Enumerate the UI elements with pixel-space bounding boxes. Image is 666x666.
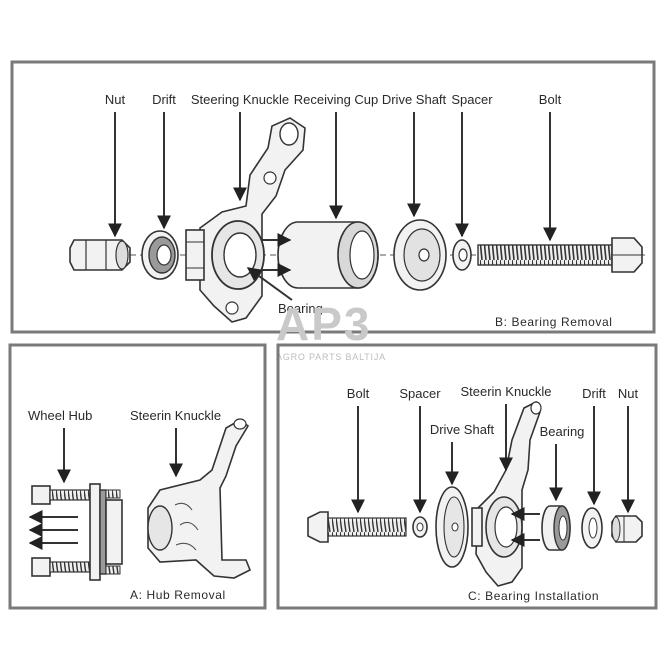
- nut-part: [69, 239, 131, 271]
- label-receiving-cup: Receiving Cup: [294, 92, 379, 107]
- label-nut: Nut: [105, 92, 126, 107]
- label-drive-shaft-c: Drive Shaft: [430, 422, 495, 437]
- label-spacer-c: Spacer: [399, 386, 441, 401]
- panel-hub-removal: Wheel Hub Steerin Knuckle A: Hub Removal: [8, 343, 267, 610]
- label-bearing-c: Bearing: [540, 424, 585, 439]
- label-bolt: Bolt: [539, 92, 562, 107]
- bearing-c-part: [541, 505, 571, 551]
- label-drive-shaft: Drive Shaft: [382, 92, 447, 107]
- arrow-bearing: [246, 267, 293, 301]
- spacer-part: [452, 239, 472, 271]
- drive-shaft-c-part: [435, 486, 469, 568]
- caption-hub-removal: A: Hub Removal: [130, 588, 226, 602]
- bolt-c-part: [307, 511, 407, 543]
- receiving-cup-part: [277, 221, 379, 289]
- label-nut-c: Nut: [618, 386, 639, 401]
- spacer-c-part: [412, 516, 428, 538]
- label-wheel-hub: Wheel Hub: [28, 408, 92, 423]
- drift-c-part: [581, 507, 603, 549]
- caption-bearing-removal: B: Bearing Removal: [495, 315, 613, 329]
- label-drift-c: Drift: [582, 386, 606, 401]
- label-steerin-knuckle-a: Steerin Knuckle: [130, 408, 221, 423]
- label-bearing: Bearing: [278, 301, 323, 316]
- wheel-hub-puller-part: [31, 483, 123, 581]
- panel-c-frame: [276, 343, 658, 610]
- drive-shaft-part: [393, 219, 447, 291]
- panel-b-frame: [10, 60, 656, 334]
- watermark-logo: AP3: [276, 298, 371, 350]
- caption-bearing-installation: C: Bearing Installation: [468, 589, 599, 603]
- label-bolt-c: Bolt: [347, 386, 370, 401]
- panel-bearing-installation: Bolt Spacer Steerin Knuckle Drive Shaft …: [276, 343, 658, 610]
- panel-bearing-removal: Nut Drift Steering Knuckle Receiving Cup…: [10, 60, 656, 334]
- label-spacer: Spacer: [451, 92, 493, 107]
- nut-c-part: [611, 515, 643, 543]
- drift-part: [141, 230, 179, 280]
- knuckle-a-part: [147, 418, 252, 579]
- panel-a-frame: [8, 343, 267, 610]
- steering-knuckle-part: [185, 117, 306, 323]
- bolt-part: [477, 237, 643, 273]
- watermark: AP3 AGRO PARTS BALTIJA: [276, 298, 386, 362]
- watermark-subtitle: AGRO PARTS BALTIJA: [276, 352, 386, 362]
- label-steering-knuckle: Steering Knuckle: [191, 92, 289, 107]
- label-steerin-knuckle-c: Steerin Knuckle: [460, 384, 551, 399]
- label-drift: Drift: [152, 92, 176, 107]
